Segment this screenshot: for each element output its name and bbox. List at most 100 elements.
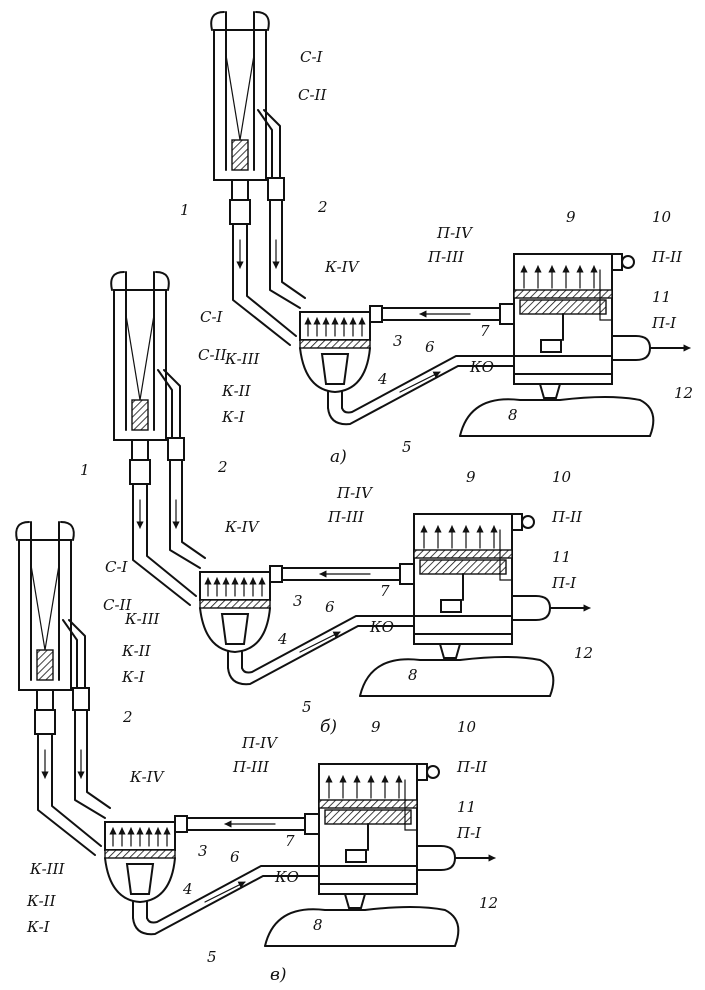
adjusting-screw-10 bbox=[611, 253, 623, 271]
regulator-valve-7 bbox=[440, 599, 462, 613]
chamber-k-iii-plate bbox=[104, 849, 176, 859]
label-14: 9 bbox=[371, 718, 381, 736]
label-3: 2 bbox=[317, 198, 328, 216]
label-3: 2 bbox=[217, 458, 228, 476]
tube-2-right bbox=[86, 709, 111, 809]
tube-2-neck bbox=[62, 619, 78, 691]
tube-2-coupling bbox=[267, 177, 285, 201]
tube-1-coupling bbox=[229, 199, 251, 225]
chamber-k-ii-bowl bbox=[104, 857, 176, 903]
label-18: 7 bbox=[380, 582, 390, 600]
ko-plate bbox=[513, 373, 613, 385]
inner-tube-walls bbox=[125, 271, 155, 431]
label-16: П-II bbox=[551, 508, 583, 526]
adjusting-knob-10 bbox=[621, 255, 635, 269]
label-12: П-IV bbox=[241, 734, 279, 752]
label-13: П-III bbox=[327, 508, 365, 526]
regulator-diaphragm-9 bbox=[513, 289, 613, 299]
tube-1-left bbox=[37, 733, 96, 856]
label-10: 5 bbox=[402, 438, 412, 456]
base-12 bbox=[459, 396, 655, 437]
label-1: С-II bbox=[103, 596, 132, 614]
ko-plate bbox=[318, 883, 418, 895]
label-11: 6 bbox=[425, 338, 435, 356]
label-15: 10 bbox=[552, 468, 572, 486]
tube-1-right bbox=[51, 733, 102, 847]
tube-2-coupling bbox=[167, 437, 185, 461]
label-12: П-IV bbox=[336, 484, 374, 502]
label-17: 11 bbox=[457, 798, 476, 816]
label-21: 8 bbox=[508, 406, 518, 424]
chamber-k-valve bbox=[125, 863, 155, 895]
label-0: С-I bbox=[200, 308, 224, 326]
adjusting-screw-10 bbox=[416, 763, 428, 781]
label-14: 9 bbox=[566, 208, 576, 226]
label-16: П-II bbox=[651, 248, 683, 266]
pipe-6-coupling-right bbox=[304, 813, 320, 835]
label-9: 4 bbox=[182, 880, 193, 898]
label-6: К-II bbox=[121, 642, 152, 660]
pipe-6-coupling-right bbox=[499, 303, 515, 325]
pipe-6 bbox=[381, 307, 501, 321]
pipe-5-lower bbox=[146, 865, 346, 924]
tube-2-right bbox=[281, 199, 306, 299]
label-20: КО bbox=[274, 868, 299, 886]
tube-2-left bbox=[269, 199, 301, 309]
chamber-k-ii-bowl bbox=[199, 607, 271, 653]
pipe-6-coupling-left bbox=[269, 565, 283, 583]
chamber-k-i-outlet bbox=[327, 391, 343, 409]
valve-8 bbox=[538, 383, 562, 399]
outlet-fork bbox=[511, 595, 551, 621]
tube-1-neck bbox=[36, 689, 54, 711]
tube-lip-outline bbox=[210, 11, 270, 31]
pipe-6 bbox=[281, 567, 401, 581]
bypass-channel-11 bbox=[599, 269, 613, 321]
label-13: П-III bbox=[427, 248, 465, 266]
pipe-6-coupling-left bbox=[174, 815, 188, 833]
pipe-5-lower bbox=[241, 615, 441, 674]
outlet-fork bbox=[416, 845, 456, 871]
regulator-membrane-p-iii bbox=[419, 559, 507, 575]
tube-2-neck bbox=[157, 369, 173, 441]
regulator-valve-7 bbox=[540, 339, 562, 353]
tube-1-coupling bbox=[34, 709, 56, 735]
label-0: С-I bbox=[300, 48, 324, 66]
spray-nozzle-insert bbox=[36, 649, 54, 681]
tube-2-coupling bbox=[72, 687, 90, 711]
label-8: 3 bbox=[293, 592, 303, 610]
tube-2-left bbox=[74, 709, 106, 819]
regulator-membrane-p-iii bbox=[519, 299, 607, 315]
bypass-channel-11 bbox=[404, 779, 418, 831]
regulator-diaphragm-9 bbox=[413, 549, 513, 559]
tube-1-coupling bbox=[129, 459, 151, 485]
caption-1: б) bbox=[320, 717, 337, 737]
pipe-5-upper bbox=[327, 365, 541, 426]
pipe-5-upper bbox=[132, 875, 346, 936]
tube-2-neck-inner bbox=[68, 619, 86, 691]
inner-tube-walls bbox=[225, 11, 255, 171]
label-19: П-I bbox=[456, 824, 482, 842]
tube-1-left bbox=[132, 483, 191, 606]
ko-plate bbox=[413, 633, 513, 645]
adjusting-screw-10 bbox=[511, 513, 523, 531]
pipe-5-flow-arrow bbox=[204, 881, 246, 903]
label-5: К-III bbox=[224, 350, 261, 368]
tube-2-neck bbox=[257, 109, 273, 181]
label-20: КО bbox=[469, 358, 494, 376]
label-4: К-IV bbox=[324, 258, 361, 276]
label-9: 4 bbox=[277, 630, 288, 648]
label-21: 8 bbox=[313, 916, 323, 934]
label-3: 2 bbox=[122, 708, 133, 726]
regulator-diaphragm-9 bbox=[318, 799, 418, 809]
chamber-k-i-outlet bbox=[227, 651, 243, 669]
valve-8 bbox=[438, 643, 462, 659]
tube-2-right bbox=[181, 459, 206, 559]
label-22: 12 bbox=[479, 894, 498, 912]
chamber-k-valve bbox=[320, 353, 350, 385]
label-2: 1 bbox=[180, 201, 190, 219]
label-19: П-I bbox=[551, 574, 577, 592]
inner-tube-walls bbox=[30, 521, 60, 681]
pipe-5-flow-arrow bbox=[399, 371, 441, 393]
